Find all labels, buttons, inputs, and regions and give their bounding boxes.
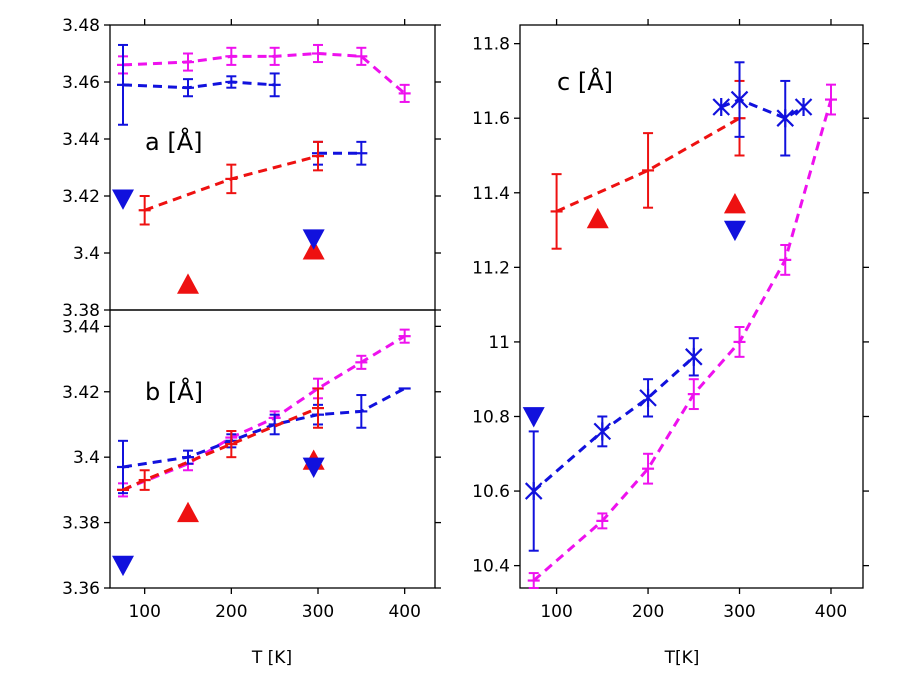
triangle-up-marker (177, 501, 199, 523)
magenta-series-line (122, 51, 406, 95)
triangle-down-marker (302, 229, 325, 250)
data-point (776, 109, 795, 128)
triangle-up-marker (723, 192, 746, 214)
y-tick-label: 3.42 (62, 187, 100, 207)
y-tick-label: 3.4 (73, 448, 100, 468)
data-point (524, 482, 543, 501)
x-tick-label: 100 (128, 602, 160, 622)
y-tick-label: 11.2 (472, 258, 510, 278)
triangle-down-marker (522, 407, 545, 428)
triangle-down-marker (723, 220, 746, 242)
magenta-series-line (122, 334, 406, 492)
y-tick-label: 11.6 (472, 109, 510, 129)
panel-a: 3.38 3.4 3.42 3.44 3.46 3.48 a [Å] (62, 16, 441, 321)
panel-b-title: b [Å] (145, 377, 203, 406)
y-tick-label: 11 (488, 333, 510, 353)
x-tick-label: 300 (302, 602, 334, 622)
blue-series-line (122, 80, 275, 90)
y-tick-label: 11.4 (472, 184, 510, 204)
data-point (730, 90, 749, 109)
panel-c-frame (519, 24, 864, 589)
y-tick-label: 3.38 (62, 301, 100, 321)
x-tick-label: 200 (632, 602, 664, 622)
triangle-up-marker (177, 273, 199, 294)
y-tick-label: 3.46 (62, 73, 100, 93)
panel-a-frame (109, 24, 436, 311)
blue-series-line (532, 355, 695, 493)
red-series-line (555, 116, 741, 213)
panel-b: 3.36 3.38 3.4 3.42 3.44 100 200 300 400 T [K] b [Å… (62, 309, 441, 668)
y-tick-label: 10.8 (472, 407, 510, 427)
data-point (593, 422, 612, 441)
panel-b-frame (109, 309, 436, 589)
y-tick-label: 11.8 (472, 35, 510, 55)
y-tick-label: 10.6 (472, 482, 510, 502)
triangle-up-marker (586, 207, 609, 229)
panel-c: 10.4 10.6 10.8 11 11.2 11.4 11.6 11.8 100 200 300 4… (472, 19, 869, 668)
y-tick-label: 3.42 (62, 383, 100, 403)
y-tick-label: 3.38 (62, 514, 100, 534)
data-point (712, 98, 731, 117)
data-point (639, 388, 657, 407)
panel-a-title: a [Å] (145, 127, 202, 156)
x-tick-label: 200 (215, 602, 247, 622)
x-axis-label: T[K] (664, 648, 700, 668)
x-tick-label: 300 (723, 602, 755, 622)
x-tick-label: 100 (540, 602, 572, 622)
y-tick-label: 3.44 (62, 130, 100, 150)
triangle-down-marker (112, 189, 134, 210)
y-tick-label: 3.36 (62, 579, 100, 599)
y-tick-label: 3.48 (62, 16, 100, 36)
y-tick-label: 3.44 (62, 317, 100, 337)
magenta-series-line (532, 99, 833, 582)
blue-series-line (720, 97, 805, 120)
data-point (685, 347, 703, 366)
y-tick-label: 3.4 (73, 244, 100, 264)
x-axis-label: T [K] (251, 648, 292, 668)
triangle-down-marker (302, 457, 325, 478)
x-tick-label: 400 (815, 602, 847, 622)
y-tick-label: 10.4 (472, 557, 510, 577)
x-tick-label: 400 (388, 602, 420, 622)
panel-c-title: c [Å] (557, 67, 613, 96)
triangle-down-marker (112, 555, 134, 577)
data-point (794, 98, 813, 117)
